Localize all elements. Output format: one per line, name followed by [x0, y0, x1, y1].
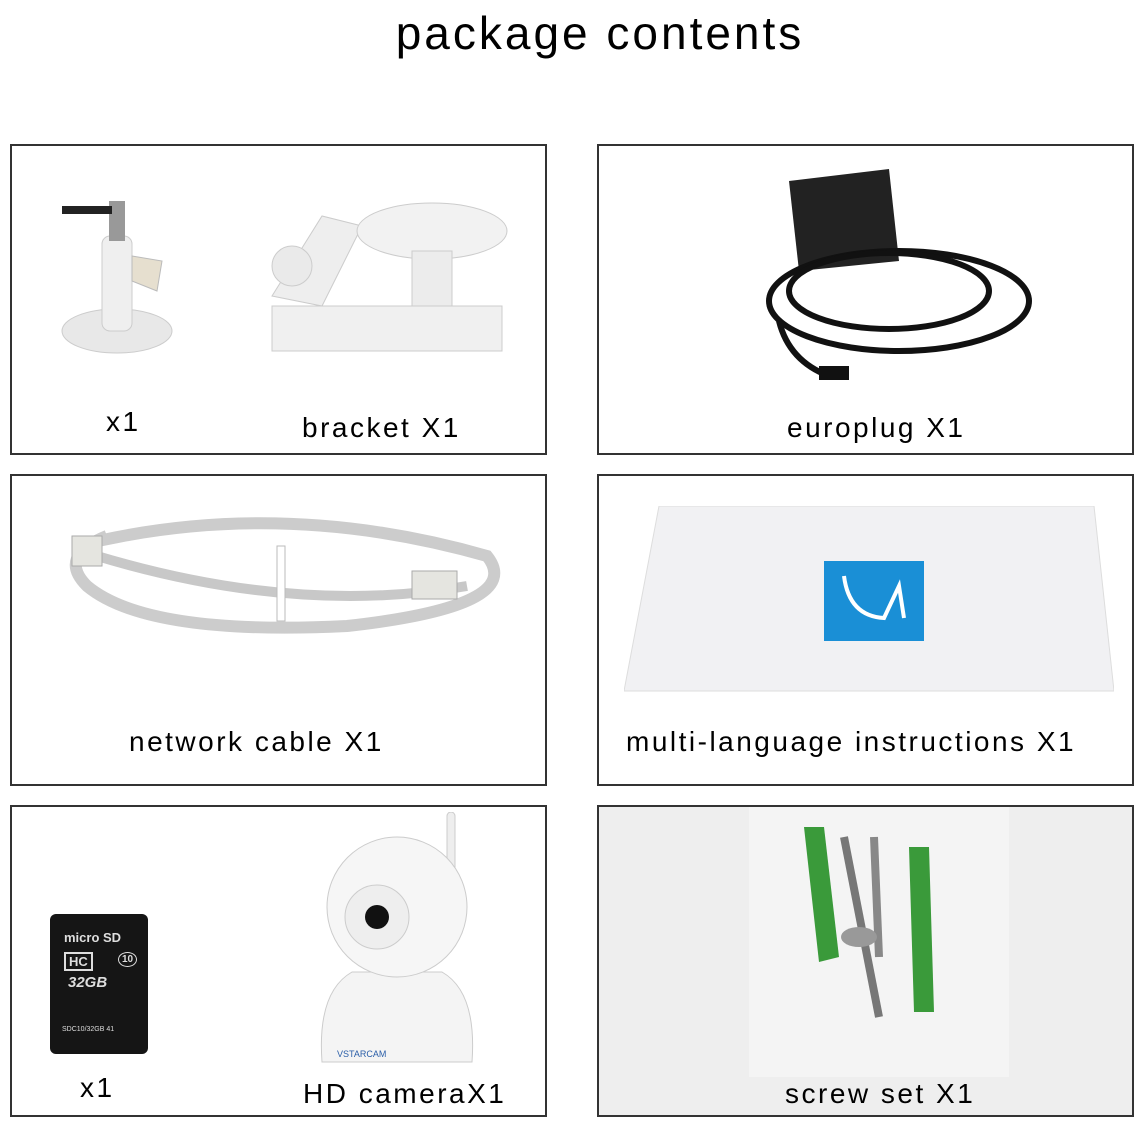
- sd-card-qty: x1: [80, 1072, 115, 1103]
- sd-brand: micro SD: [64, 930, 122, 945]
- hd-camera-label: HD cameraX1: [303, 1078, 507, 1109]
- panel-screws: screw set X1: [597, 805, 1134, 1117]
- europlug-adapter-image: [766, 169, 1032, 380]
- bracket-label: bracket X1: [302, 412, 461, 443]
- panel-camera: micro SD HC 10 32GB SDC10/32GB 41 x1 VST…: [10, 805, 547, 1117]
- small-bracket-image: [61, 201, 173, 354]
- camera-brand-text: VSTARCAM: [337, 1049, 386, 1059]
- hd-camera-image: VSTARCAM: [320, 812, 474, 1063]
- screw-set-image: [749, 807, 1009, 1077]
- page-title: package contents: [395, 7, 805, 59]
- sd-code: SDC10/32GB 41: [62, 1026, 115, 1033]
- panel-brackets: x1 bracket X1: [10, 144, 547, 455]
- large-bracket-image: [271, 202, 508, 352]
- panel-instructions: multi-language instructions X1: [597, 474, 1134, 786]
- network-cable-label: network cable X1: [129, 726, 384, 757]
- instructions-label: multi-language instructions X1: [626, 726, 1077, 757]
- sd-type: HC: [64, 952, 93, 971]
- sd-capacity: 32GB: [68, 974, 108, 991]
- screw-set-label: screw set X1: [785, 1078, 976, 1109]
- panel-network-cable: network cable X1: [10, 474, 547, 786]
- europlug-label: europlug X1: [787, 412, 966, 443]
- panel-europlug: europlug X1: [597, 144, 1134, 455]
- instructions-logo-icon: [824, 561, 924, 641]
- sd-card-image: micro SD HC 10 32GB SDC10/32GB 41: [50, 914, 148, 1054]
- sd-class: 10: [118, 952, 138, 967]
- network-cable-image: [69, 517, 501, 634]
- small-bracket-qty: x1: [106, 406, 141, 437]
- instructions-booklet-image: [624, 506, 1114, 692]
